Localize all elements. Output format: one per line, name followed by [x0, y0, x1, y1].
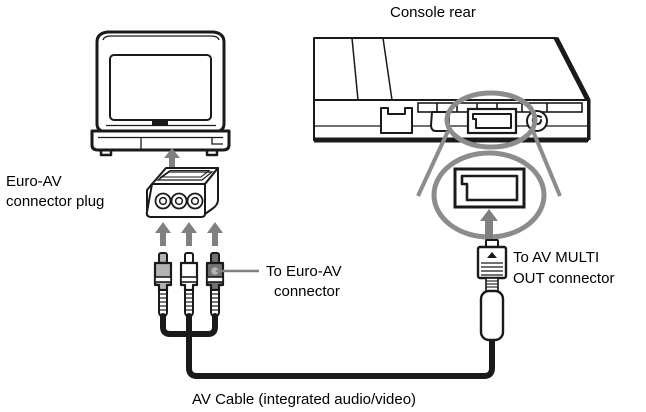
tv-foot-left — [99, 150, 113, 157]
cable-branch-video — [160, 313, 189, 337]
rca-plug-video-boot-ribs — [159, 293, 167, 311]
to-av-multi-label-line1: To AV MULTI — [513, 249, 599, 266]
console-rear-label: Console rear — [390, 4, 476, 21]
av-multi-plug-triangle-mark — [487, 252, 497, 258]
magnifier-leader-left — [416, 130, 450, 197]
av-multi-out-port — [466, 107, 518, 135]
rca-plug-audio-right — [205, 252, 225, 317]
magnified-av-multi-out-port — [453, 167, 526, 209]
arrow-up-av-multi — [480, 209, 498, 240]
tv-foot-right — [205, 150, 219, 157]
av-cable-routing — [160, 313, 495, 379]
rca-plug-video-pin — [158, 252, 168, 264]
rca-plug-audio-left-boot-ribs — [185, 293, 193, 311]
to-av-multi-out-callout: To AV MULTI OUT connector — [513, 249, 614, 287]
tv-base — [90, 129, 231, 152]
av-multi-plug-strain-relief — [479, 289, 505, 342]
euro-av-plug-label-line2: connector plug — [6, 193, 104, 210]
euro-av-plug-label: Euro-AV connector plug — [6, 173, 104, 210]
rca-plug-audio-left — [179, 252, 199, 317]
rca-plug-audio-right-band — [206, 276, 224, 283]
cable-trunk — [186, 313, 495, 379]
optical-port-shape — [430, 111, 450, 132]
console-tray-seam-left — [351, 37, 359, 101]
rca-plug-audio-right-pin — [210, 252, 220, 264]
rca-plug-audio-left-pin — [184, 252, 194, 264]
network-port — [380, 107, 413, 134]
tv-badge — [152, 121, 168, 125]
scart-ridge-1 — [156, 171, 214, 181]
av-multi-plug-neck — [485, 277, 499, 292]
av-multi-out-plug — [476, 239, 508, 342]
av-cable-caption: AV Cable (integrated audio/video) — [192, 391, 416, 408]
arrow-up-rca-1 — [155, 222, 171, 246]
network-port-shape — [380, 107, 413, 134]
rca-plug-video-band — [154, 276, 172, 283]
magnifier-small-circle — [444, 90, 538, 150]
scart-rca-jacks — [154, 192, 204, 210]
arrow-up-rca-3 — [207, 222, 223, 246]
scart-ridge-2 — [159, 169, 211, 178]
scart-jack-3-inner — [190, 196, 200, 206]
rca-plug-video — [153, 252, 173, 317]
scart-left-edge — [146, 183, 153, 212]
rca-plug-audio-left-band — [180, 276, 198, 283]
rca-plug-audio-right-boot-ribs — [211, 293, 219, 311]
arrow-up-glyph — [164, 148, 180, 170]
magnified-port-slot — [460, 174, 519, 202]
optical-digital-out-port — [430, 111, 450, 132]
av-multi-plug-head-ribs — [481, 262, 503, 276]
console-tray-seam-right — [382, 37, 393, 101]
scart-jack-1-inner — [158, 196, 168, 206]
to-euro-av-label-line2: connector — [274, 283, 340, 300]
av-multi-out-port-slot — [472, 113, 512, 129]
to-euro-av-label-line1: To Euro-AV — [266, 263, 342, 280]
scart-side-face — [204, 167, 219, 215]
magnifier-leader-right — [531, 130, 562, 197]
arrow-up-rca-2 — [181, 222, 197, 246]
magnifier-callout — [416, 90, 562, 240]
arrow-scart-to-tv — [164, 148, 180, 170]
scart-jack-2-inner — [174, 196, 184, 206]
euro-av-connector-plug — [145, 167, 219, 218]
tv-top-bevel — [102, 35, 220, 41]
euro-av-plug-label-line1: Euro-AV — [6, 173, 62, 190]
cable-branch-audio-right — [189, 313, 218, 337]
television-set — [90, 30, 231, 157]
arrows-rca-to-scart — [155, 222, 223, 246]
tv-base-notch — [211, 138, 223, 145]
to-euro-av-callout: To Euro-AV connector — [211, 263, 342, 300]
console-rear: Console rear — [313, 4, 591, 143]
to-av-multi-label-line2: OUT connector — [513, 270, 614, 287]
tv-screen — [109, 54, 212, 121]
